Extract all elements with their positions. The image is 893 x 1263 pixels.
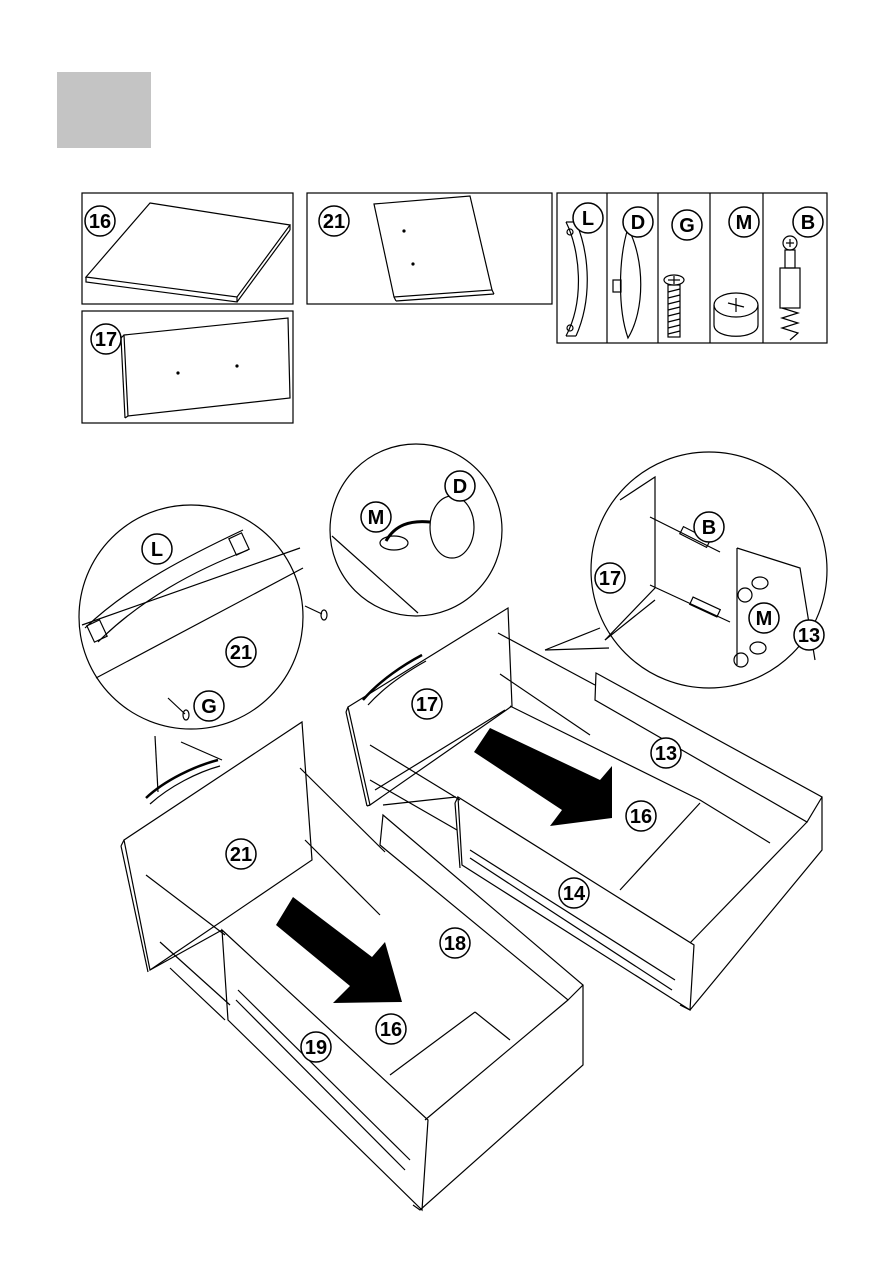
cap-D-icon	[612, 226, 642, 340]
part-panel-16	[81, 192, 294, 305]
hardware-M-label: M	[736, 212, 753, 234]
assembly-21-label: 21	[230, 844, 252, 866]
arrow-left-icon	[276, 897, 402, 1003]
hardware-G-label: G	[679, 215, 695, 237]
detail-left-21-label: 21	[230, 642, 252, 664]
hardware-panel	[556, 192, 828, 344]
detail-mid-M-label: M	[368, 507, 385, 529]
assembly-16-left-label: 16	[380, 1019, 402, 1041]
part-panel-21	[306, 192, 553, 305]
board-21-drawing	[373, 195, 495, 302]
detail-mid-D-label: D	[453, 476, 467, 498]
detail-circle-left	[78, 504, 328, 730]
assembly-18-label: 18	[444, 933, 466, 955]
detail-circle-middle	[329, 443, 503, 617]
part-panel-17	[81, 310, 294, 424]
hardware-L-label: L	[582, 208, 594, 230]
part-16-label: 16	[89, 211, 111, 233]
part-21-label: 21	[323, 211, 345, 233]
detail-right-M-label: M	[756, 608, 773, 630]
detail-left-G-label: G	[201, 696, 217, 718]
assembly-14-label: 14	[563, 883, 586, 905]
detail-left-L-label: L	[151, 539, 163, 561]
handle-L-icon	[565, 221, 588, 337]
assembly-13-label: 13	[655, 743, 677, 765]
detail-right-13-label: 13	[798, 625, 820, 647]
detail-right-B-label: B	[702, 517, 716, 539]
part-17-label: 17	[95, 329, 117, 351]
left-cabinet	[120, 720, 584, 1212]
assembly-16-right-label: 16	[630, 806, 652, 828]
board-17-drawing	[120, 317, 291, 419]
right-cabinet	[345, 606, 823, 1012]
step-marker-box	[57, 72, 151, 148]
screw-G-icon	[663, 274, 685, 338]
board-16-drawing	[84, 202, 292, 303]
detail-circle-right	[590, 451, 828, 689]
detail-right-17-label: 17	[599, 568, 621, 590]
hardware-D-label: D	[631, 212, 645, 234]
cam-lock-M-icon	[713, 292, 759, 337]
arrow-right-icon	[474, 728, 612, 826]
assembly-19-label: 19	[305, 1037, 327, 1059]
assembly-17-label: 17	[416, 694, 438, 716]
hardware-B-label: B	[801, 212, 815, 234]
bolt-B-icon	[779, 235, 801, 341]
